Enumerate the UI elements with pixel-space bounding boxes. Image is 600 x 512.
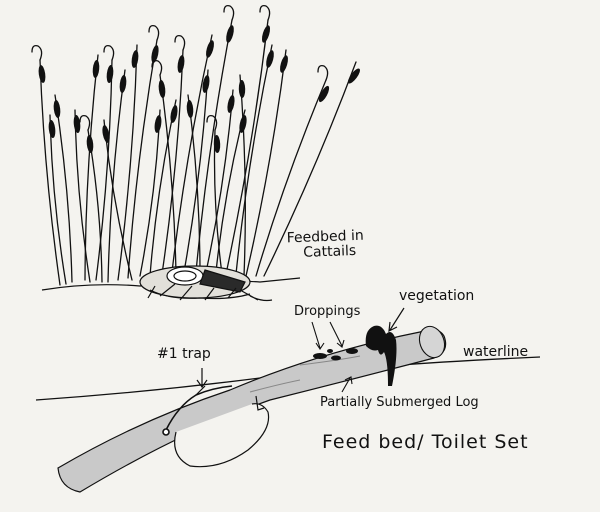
cattail-head [48,120,56,138]
cattail-head [238,80,246,98]
cattail-stalk [49,114,67,285]
cattail-head [119,75,127,93]
cattail-head [170,105,178,123]
cattail-head [186,100,194,118]
feedbed-label-line2: Cattails [302,243,357,262]
cattail-stalk [183,69,209,273]
cattail-stalk [161,49,184,275]
cattail-head [151,45,159,63]
cattail-tip [223,4,235,21]
cattail-tip [259,4,271,21]
cattail-stalk [127,39,158,279]
cattail-head [202,75,210,93]
vegetation-tuft [365,325,397,386]
cattail-tip [206,114,218,131]
cattail-stalk [159,74,177,275]
cattail-stalk [87,129,103,283]
cattail-head [213,135,221,153]
cattail-stalk [255,79,327,277]
cattail-head [266,50,274,68]
submerged-log [57,325,447,493]
cattail-stalk [263,61,357,277]
droppings-arrows [311,321,345,350]
cattail-head [177,55,185,73]
cattail-stalk [107,69,126,283]
cattail-tip [103,44,115,61]
cattail-head [154,115,162,133]
cattail-head [158,80,166,98]
cattail-head [318,85,330,103]
cattail-head [102,125,110,143]
log-end-mark [255,395,265,411]
log-underwater-bulge [174,403,270,468]
trap-pointer-arrow [196,368,208,389]
droppings [313,348,358,361]
vegetation-label: vegetation [399,288,475,304]
cattail-stalk [245,49,287,277]
cattail-head [261,25,271,43]
cattail-head [53,100,61,118]
cattail-head [348,68,360,84]
cattail-stalk [54,94,73,283]
feedbed-nest [139,265,273,302]
cattail-stalk [39,59,61,286]
cattail-cluster [31,4,360,286]
cattail-head [226,25,234,43]
vegetation-arrow [388,307,405,333]
cattail-stalk [235,44,273,275]
cattail-stalk [117,44,138,281]
cattail-head [92,60,100,78]
submerged-log-label: Partially Submerged Log [320,395,479,410]
cattail-stalk [95,59,113,281]
waterline-label: waterline [463,344,529,360]
trap-on-log [162,385,233,436]
cattail-head [38,65,46,83]
cattail-tip [31,44,43,61]
diagram-title: Feed bed/ Toilet Set [322,431,529,453]
cattail-stalk [84,54,99,281]
cattail-tip [79,114,91,131]
cattail-head [106,65,114,83]
log-arrow [341,376,353,393]
droppings-label: Droppings [294,304,361,319]
cattail-head [86,135,94,153]
cattail-head [227,95,235,113]
feedbed-in-cattails-label: Feedbed in Cattails [286,228,364,262]
cattail-head [206,40,214,58]
cattail-head [131,50,139,68]
cattail-stalk [239,74,246,277]
cattail-tip [148,24,160,41]
cattail-head [73,115,81,133]
cattail-tip [174,34,186,51]
cattail-tip [151,59,163,76]
cattail-stalk [225,19,269,275]
cattail-stalk [74,109,91,283]
trap-label: #1 trap [157,346,211,362]
cattail-head [280,55,288,73]
cattail-tip [317,64,329,81]
